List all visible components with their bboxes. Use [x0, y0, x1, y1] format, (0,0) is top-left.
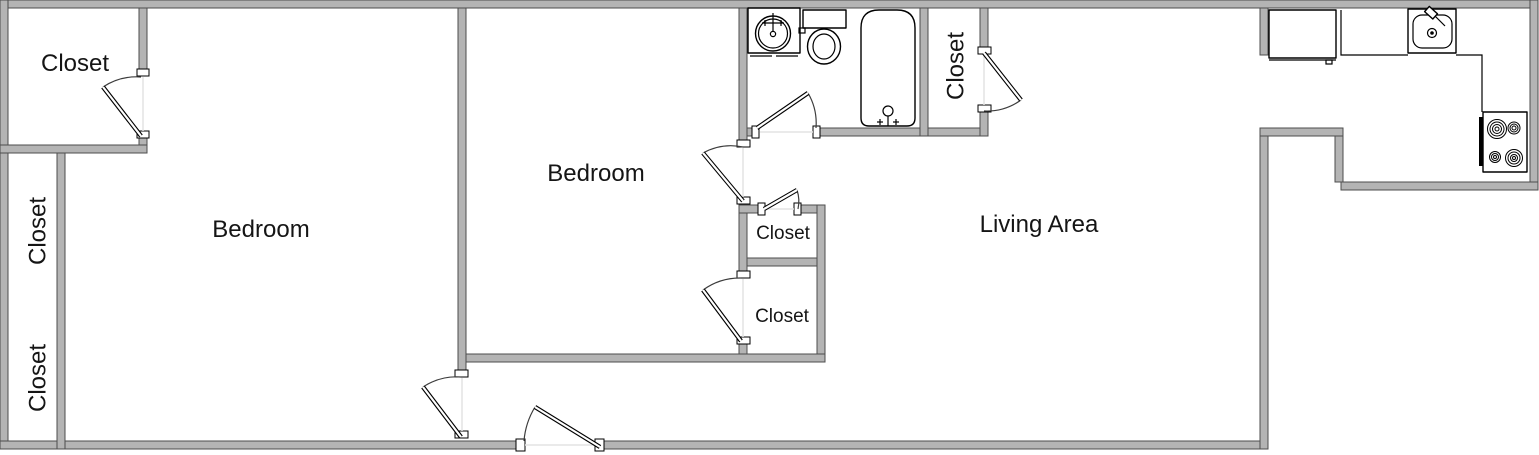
- room-label-closet-top-left: Closet: [41, 50, 109, 77]
- wall-left: [0, 0, 9, 450]
- wall-bedroom-divider: [457, 7, 467, 373]
- wall-bathcloset-right-lower: [979, 110, 989, 137]
- wall-top: [0, 0, 1539, 9]
- wall-bottom-right: [603, 440, 1269, 450]
- wall-hallcloset-top-left: [738, 204, 761, 214]
- burner: [1489, 151, 1501, 163]
- bathtub-icon: [860, 9, 916, 127]
- bedroom-middle-door: [701, 145, 745, 203]
- wall-hallcloset-right: [816, 204, 826, 363]
- kitchen-fixtures: [1268, 5, 1528, 173]
- wall-bedroom2-bottom: [465, 353, 826, 363]
- room-label-closet-left-lower: Closet: [25, 344, 52, 412]
- jamb: [454, 369, 469, 378]
- wall-kitchen-bottom: [1340, 181, 1539, 191]
- wall-closet-tl-bottom: [0, 144, 148, 154]
- kitchen-sink-icon: [1407, 5, 1457, 54]
- bathroom-fixtures: [747, 7, 916, 127]
- room-label-bedroom-middle: Bedroom: [547, 160, 644, 187]
- jamb: [793, 202, 802, 216]
- entry-door: [523, 405, 602, 449]
- closet-top-left-door: [101, 76, 144, 138]
- bathroom-door: [755, 91, 817, 133]
- hall-closet-lower-door: [701, 277, 744, 343]
- jamb: [136, 68, 150, 77]
- wall-kitchen-stub: [1259, 7, 1269, 56]
- wall-hallcloset-left-upper: [738, 212, 748, 274]
- room-labels: Closet Closet Closet Bedroom Bedroom Clo…: [25, 32, 1100, 412]
- toilet-icon: [798, 9, 847, 65]
- refrigerator-icon: [1268, 9, 1337, 65]
- stove-icon: [1479, 111, 1528, 173]
- kitchen-counter-icon: [1340, 10, 1483, 112]
- wall-right-upper: [1529, 0, 1539, 191]
- wall-bathcloset-right-upper: [979, 7, 989, 50]
- jamb: [736, 270, 751, 279]
- wall-tub-closet: [919, 7, 929, 137]
- wall-nook-horizontal: [1259, 127, 1344, 137]
- room-label-living-area: Living Area: [980, 211, 1099, 238]
- hall-closet-upper-door: [762, 188, 800, 211]
- wall-bathroom-bottom: [819, 127, 989, 137]
- room-label-closet-hall-upper: Closet: [756, 223, 811, 244]
- room-label-closet-left-upper: Closet: [25, 197, 52, 265]
- doors: [101, 51, 1023, 449]
- wall-bottom-left: [0, 440, 517, 450]
- bathroom-sink-icon: [747, 7, 801, 57]
- wall-living-right: [1259, 127, 1269, 450]
- room-label-bedroom-left: Bedroom: [212, 216, 309, 243]
- wall-nook-vertical: [1334, 135, 1344, 183]
- burner: [1507, 121, 1521, 135]
- jamb: [736, 139, 751, 148]
- jamb: [757, 202, 766, 216]
- wall-left-closet-strip: [56, 152, 66, 450]
- wall-bedroom2-right-upper: [738, 7, 748, 143]
- bedroom-left-door: [421, 376, 463, 439]
- room-label-closet-hall-lower: Closet: [755, 306, 810, 327]
- jamb: [751, 125, 760, 139]
- burner: [1505, 149, 1523, 167]
- room-label-closet-bathroom: Closet: [943, 32, 970, 100]
- bathroom-closet-door: [982, 51, 1023, 112]
- wall-hallcloset-divider: [746, 257, 818, 267]
- wall-closet-tl-right-upper: [138, 7, 148, 72]
- burner: [1487, 119, 1507, 139]
